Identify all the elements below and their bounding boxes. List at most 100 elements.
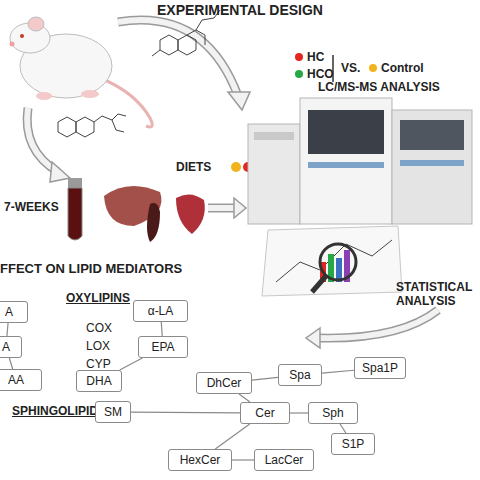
instrument-module	[300, 98, 392, 224]
lipid-box: A	[0, 301, 28, 323]
text-label: SPHINGOLIPIDS	[12, 404, 106, 418]
arrow-outline	[118, 20, 238, 96]
connector	[340, 424, 346, 433]
legend-swatch	[295, 53, 303, 61]
node-text: HexCer	[180, 453, 221, 467]
connector-line	[290, 412, 308, 413]
legend-item: HCO	[295, 67, 334, 81]
connector	[120, 358, 143, 370]
lipid-box: Cer	[240, 402, 290, 424]
rat-paw	[81, 90, 99, 98]
chemical-structure	[58, 114, 126, 137]
connector-line	[232, 459, 254, 460]
rat-eye	[20, 34, 24, 38]
ring	[178, 35, 196, 55]
legend-swatch	[295, 70, 303, 78]
text-label: FFECT ON LIPID MEDIATORS	[0, 262, 182, 276]
connector	[131, 412, 240, 414]
lipid-box: DHA	[76, 370, 122, 392]
ring	[58, 117, 76, 137]
legend-text: HC	[307, 50, 324, 64]
magnifier-lens	[320, 244, 356, 280]
text-label: CYP	[86, 357, 111, 371]
text-label: STATISTICAL ANALYSIS	[396, 280, 478, 308]
bond	[152, 50, 160, 56]
lipid-box: Spa1P	[354, 357, 406, 379]
blood-tube	[68, 178, 82, 240]
arrow-head	[234, 198, 246, 218]
arrow-head	[306, 328, 320, 348]
node-text: Spa1P	[362, 361, 398, 375]
node-text: Cer	[255, 406, 274, 420]
lipid-box: LacCer	[254, 449, 314, 471]
instrument-stripe	[308, 162, 384, 168]
connector-line	[131, 412, 240, 414]
flow-arrow	[306, 310, 438, 348]
connector	[322, 370, 354, 373]
spleen	[147, 203, 160, 242]
legend-swatch	[369, 64, 377, 72]
lipid-box: S1P	[331, 433, 375, 455]
connector	[7, 323, 8, 336]
connector-line	[9, 358, 12, 369]
connector	[215, 424, 250, 449]
legend-text: HCO	[307, 67, 334, 81]
paper	[262, 226, 402, 296]
rat-ear	[28, 17, 44, 31]
chain	[112, 120, 124, 132]
text-label: LC/MS-MS ANALYSIS	[318, 80, 440, 94]
node-text: A	[5, 305, 13, 319]
text-label: DIETS	[176, 160, 211, 174]
flow-arrow	[118, 20, 250, 110]
lipid-box: SM	[95, 401, 131, 423]
connector-line	[239, 394, 250, 402]
connector	[239, 394, 250, 402]
text-label: VS.	[341, 61, 360, 75]
lipid-box: A	[0, 336, 22, 358]
instrument-panel	[308, 110, 384, 154]
chart-sheet	[262, 226, 402, 296]
instrument-panel	[254, 132, 294, 140]
connector	[252, 377, 278, 380]
heart	[176, 194, 205, 234]
connector-line	[215, 424, 250, 449]
legend-text: Control	[381, 61, 424, 75]
lipid-box: EPA	[138, 336, 188, 358]
node-text: SM	[104, 405, 122, 419]
arrow-head	[228, 92, 250, 110]
rat-illustration	[10, 17, 153, 127]
ring	[187, 30, 205, 45]
node-text: AA	[8, 373, 24, 387]
node-text: A	[2, 340, 10, 354]
node-text: S1P	[342, 437, 365, 451]
connector-line	[161, 322, 163, 336]
node-text: DHA	[86, 374, 111, 388]
rat-paw	[36, 92, 52, 100]
instrument-module	[248, 124, 300, 224]
diet-dot	[231, 162, 241, 172]
tube-body	[68, 188, 82, 240]
instrument-panel	[400, 120, 464, 150]
arrow-body	[208, 205, 234, 211]
lipid-box: Spa	[278, 364, 322, 386]
connector	[9, 358, 12, 369]
text-label: 7-WEEKS	[4, 200, 59, 214]
chart-line	[276, 240, 392, 282]
node-text: Spa	[289, 368, 310, 382]
tube-cap	[68, 178, 82, 188]
node-text: LacCer	[265, 453, 304, 467]
connector-line	[120, 358, 143, 370]
diagram-title: EXPERIMENTAL DESIGN	[0, 2, 480, 18]
node-text: DhCer	[207, 376, 242, 390]
node-text: Sph	[322, 406, 343, 420]
connector	[161, 322, 163, 336]
lipid-box: AA	[0, 369, 42, 391]
arrow-body	[318, 310, 438, 338]
text-label: OXYLIPINS	[66, 291, 130, 305]
instrument-stripe	[400, 160, 464, 166]
instrument-module	[392, 110, 472, 224]
connector-line	[340, 424, 346, 433]
rat-nose	[10, 42, 15, 47]
connector	[232, 460, 254, 461]
